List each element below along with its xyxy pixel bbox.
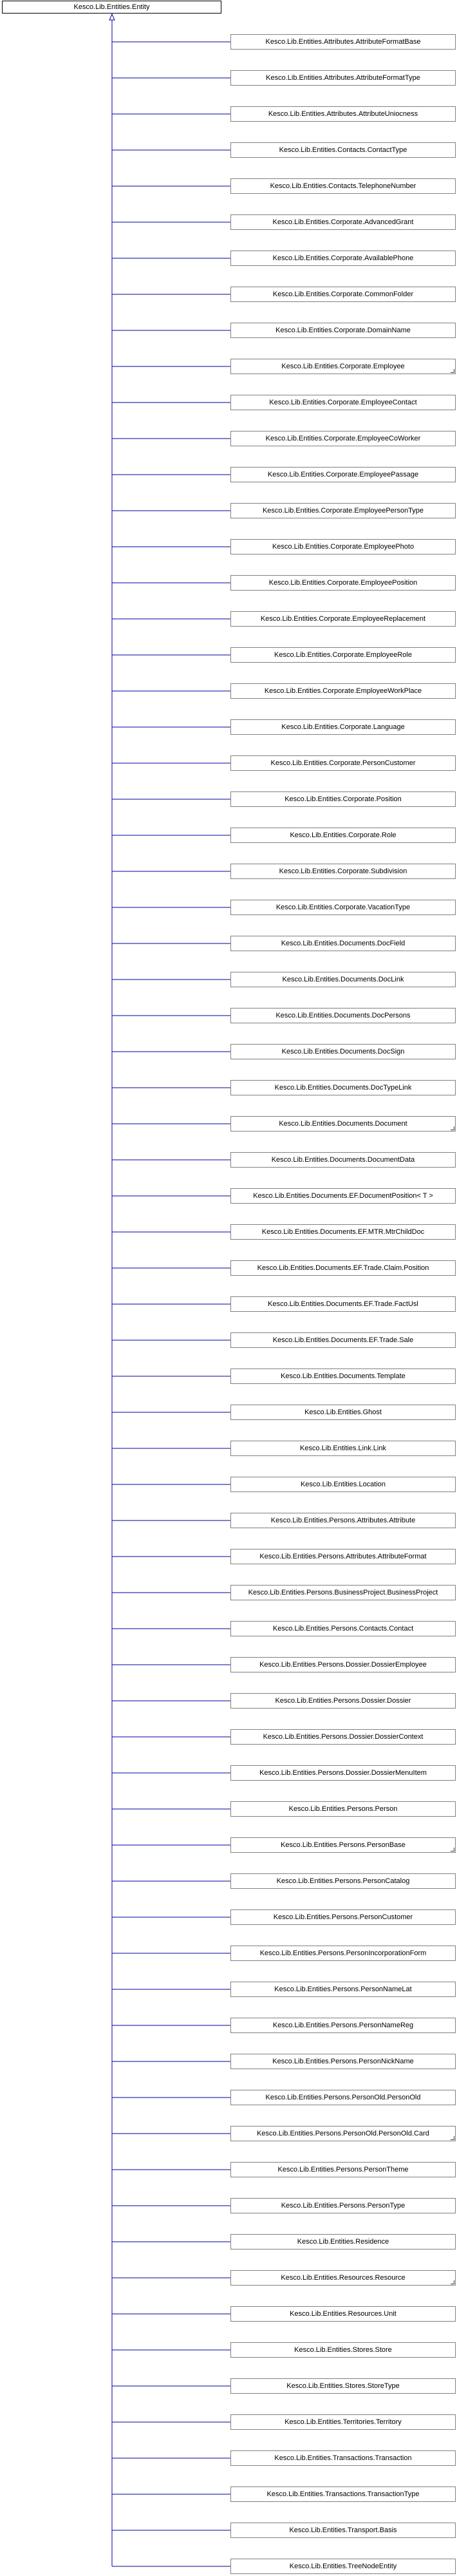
truncated-subtree-marker: [451, 369, 454, 373]
derived-class-node[interactable]: Kesco.Lib.Entities.Persons.Attributes.At…: [230, 1513, 456, 1528]
derived-class-node[interactable]: Kesco.Lib.Entities.Documents.EF.Trade.Sa…: [230, 1332, 456, 1348]
derived-class-node[interactable]: Kesco.Lib.Entities.Corporate.AvailablePh…: [230, 251, 456, 266]
derived-class-node[interactable]: Kesco.Lib.Entities.Corporate.EmployeePer…: [230, 503, 456, 518]
derived-class-node[interactable]: Kesco.Lib.Entities.Contacts.ContactType: [230, 142, 456, 158]
derived-class-node[interactable]: Kesco.Lib.Entities.Residence: [230, 2234, 456, 2249]
derived-class-node[interactable]: Kesco.Lib.Entities.Documents.DocPersons: [230, 1008, 456, 1023]
truncated-subtree-marker: [451, 2136, 454, 2140]
derived-class-node[interactable]: Kesco.Lib.Entities.Territories.Territory: [230, 2414, 456, 2430]
derived-class-node[interactable]: Kesco.Lib.Entities.Corporate.EmployeeWor…: [230, 683, 456, 699]
derived-class-node[interactable]: Kesco.Lib.Entities.Corporate.EmployeeRep…: [230, 611, 456, 627]
derived-class-node[interactable]: Kesco.Lib.Entities.Attributes.AttributeU…: [230, 106, 456, 122]
derived-class-node[interactable]: Kesco.Lib.Entities.Corporate.DomainName: [230, 323, 456, 338]
derived-class-node[interactable]: Kesco.Lib.Entities.Corporate.EmployeePho…: [230, 539, 456, 554]
derived-class-node[interactable]: Kesco.Lib.Entities.Documents.Document: [230, 1116, 456, 1132]
derived-class-node[interactable]: Kesco.Lib.Entities.Corporate.CommonFolde…: [230, 287, 456, 302]
derived-class-node[interactable]: Kesco.Lib.Entities.Location: [230, 1477, 456, 1492]
derived-class-node[interactable]: Kesco.Lib.Entities.Corporate.PersonCusto…: [230, 755, 456, 771]
derived-class-node[interactable]: Kesco.Lib.Entities.Persons.PersonTheme: [230, 2162, 456, 2177]
derived-class-node[interactable]: Kesco.Lib.Entities.Persons.Contacts.Cont…: [230, 1621, 456, 1636]
derived-class-node[interactable]: Kesco.Lib.Entities.Corporate.EmployeePos…: [230, 575, 456, 591]
derived-class-node[interactable]: Kesco.Lib.Entities.Corporate.Subdivision: [230, 864, 456, 879]
derived-class-node[interactable]: Kesco.Lib.Entities.Stores.StoreType: [230, 2378, 456, 2394]
derived-class-node[interactable]: Kesco.Lib.Entities.Contacts.TelephoneNum…: [230, 178, 456, 194]
derived-class-node[interactable]: Kesco.Lib.Entities.Persons.PersonNameReg: [230, 2018, 456, 2033]
root-class-node[interactable]: Kesco.Lib.Entities.Entity: [2, 1, 221, 14]
derived-class-node[interactable]: Kesco.Lib.Entities.Corporate.Employee: [230, 359, 456, 374]
derived-class-node[interactable]: Kesco.Lib.Entities.Documents.EF.MTR.MtrC…: [230, 1224, 456, 1240]
derived-class-node[interactable]: Kesco.Lib.Entities.Persons.PersonNameLat: [230, 1982, 456, 1997]
derived-class-node[interactable]: Kesco.Lib.Entities.Documents.EF.Document…: [230, 1188, 456, 1204]
derived-class-node[interactable]: Kesco.Lib.Entities.Persons.PersonType: [230, 2198, 456, 2213]
derived-class-node[interactable]: Kesco.Lib.Entities.Documents.EF.Trade.Fa…: [230, 1296, 456, 1312]
derived-class-node[interactable]: Kesco.Lib.Entities.Link.Link: [230, 1441, 456, 1456]
derived-class-node[interactable]: Kesco.Lib.Entities.Documents.DocSign: [230, 1044, 456, 1059]
derived-class-node[interactable]: Kesco.Lib.Entities.Corporate.Position: [230, 791, 456, 807]
derived-class-node[interactable]: Kesco.Lib.Entities.Transactions.Transact…: [230, 2450, 456, 2466]
derived-class-node[interactable]: Kesco.Lib.Entities.Persons.Dossier.Dossi…: [230, 1693, 456, 1709]
derived-class-node[interactable]: Kesco.Lib.Entities.Ghost: [230, 1405, 456, 1420]
derived-class-node[interactable]: Kesco.Lib.Entities.Stores.Store: [230, 2342, 456, 2358]
truncated-subtree-marker: [451, 2280, 454, 2284]
derived-class-node[interactable]: Kesco.Lib.Entities.Persons.Dossier.Dossi…: [230, 1765, 456, 1781]
derived-class-node[interactable]: Kesco.Lib.Entities.Persons.PersonNickNam…: [230, 2054, 456, 2069]
derived-class-node[interactable]: Kesco.Lib.Entities.Corporate.Role: [230, 828, 456, 843]
derived-class-node[interactable]: Kesco.Lib.Entities.Persons.Dossier.Dossi…: [230, 1657, 456, 1672]
derived-class-node[interactable]: Kesco.Lib.Entities.Corporate.EmployeeCon…: [230, 395, 456, 410]
derived-class-node[interactable]: Kesco.Lib.Entities.Resources.Resource: [230, 2270, 456, 2286]
truncated-subtree-marker: [451, 1848, 454, 1852]
derived-class-node[interactable]: Kesco.Lib.Entities.Corporate.VacationTyp…: [230, 900, 456, 915]
derived-class-node[interactable]: Kesco.Lib.Entities.Resources.Unit: [230, 2306, 456, 2322]
derived-class-node[interactable]: Kesco.Lib.Entities.Documents.DocField: [230, 936, 456, 951]
derived-class-node[interactable]: Kesco.Lib.Entities.Corporate.EmployeeCoW…: [230, 431, 456, 446]
derived-class-node[interactable]: Kesco.Lib.Entities.Persons.PersonCatalog: [230, 1873, 456, 1889]
derived-class-node[interactable]: Kesco.Lib.Entities.Persons.BusinessProje…: [230, 1585, 456, 1600]
derived-class-node[interactable]: Kesco.Lib.Entities.Corporate.AdvancedGra…: [230, 214, 456, 230]
derived-class-node[interactable]: Kesco.Lib.Entities.Documents.DocLink: [230, 972, 456, 987]
derived-class-node[interactable]: Kesco.Lib.Entities.Attributes.AttributeF…: [230, 34, 456, 50]
derived-class-node[interactable]: Kesco.Lib.Entities.Documents.DocumentDat…: [230, 1152, 456, 1168]
derived-class-node[interactable]: Kesco.Lib.Entities.Transactions.Transact…: [230, 2486, 456, 2502]
derived-class-node[interactable]: Kesco.Lib.Entities.Documents.DocTypeLink: [230, 1080, 456, 1095]
derived-class-node[interactable]: Kesco.Lib.Entities.Transport.Basis: [230, 2523, 456, 2538]
derived-class-node[interactable]: Kesco.Lib.Entities.Persons.Attributes.At…: [230, 1549, 456, 1564]
derived-class-node[interactable]: Kesco.Lib.Entities.Persons.PersonBase: [230, 1837, 456, 1853]
derived-class-node[interactable]: Kesco.Lib.Entities.Persons.PersonIncorpo…: [230, 1946, 456, 1961]
derived-class-node[interactable]: Kesco.Lib.Entities.Documents.EF.Trade.Cl…: [230, 1260, 456, 1276]
derived-class-node[interactable]: Kesco.Lib.Entities.TreeNodeEntity: [230, 2559, 456, 2574]
derived-class-node[interactable]: Kesco.Lib.Entities.Corporate.EmployeeRol…: [230, 647, 456, 663]
derived-class-node[interactable]: Kesco.Lib.Entities.Attributes.AttributeF…: [230, 70, 456, 86]
derived-class-node[interactable]: Kesco.Lib.Entities.Persons.Person: [230, 1801, 456, 1817]
derived-class-node[interactable]: Kesco.Lib.Entities.Corporate.Language: [230, 719, 456, 735]
derived-class-node[interactable]: Kesco.Lib.Entities.Documents.Template: [230, 1368, 456, 1384]
inheritance-arrowhead: [109, 13, 115, 21]
derived-class-node[interactable]: Kesco.Lib.Entities.Persons.Dossier.Dossi…: [230, 1729, 456, 1745]
derived-class-node[interactable]: Kesco.Lib.Entities.Persons.PersonCustome…: [230, 1909, 456, 1925]
derived-class-node[interactable]: Kesco.Lib.Entities.Persons.PersonOld.Per…: [230, 2126, 456, 2141]
derived-class-node[interactable]: Kesco.Lib.Entities.Persons.PersonOld.Per…: [230, 2090, 456, 2105]
derived-class-node[interactable]: Kesco.Lib.Entities.Corporate.EmployeePas…: [230, 467, 456, 482]
truncated-subtree-marker: [451, 1126, 454, 1130]
